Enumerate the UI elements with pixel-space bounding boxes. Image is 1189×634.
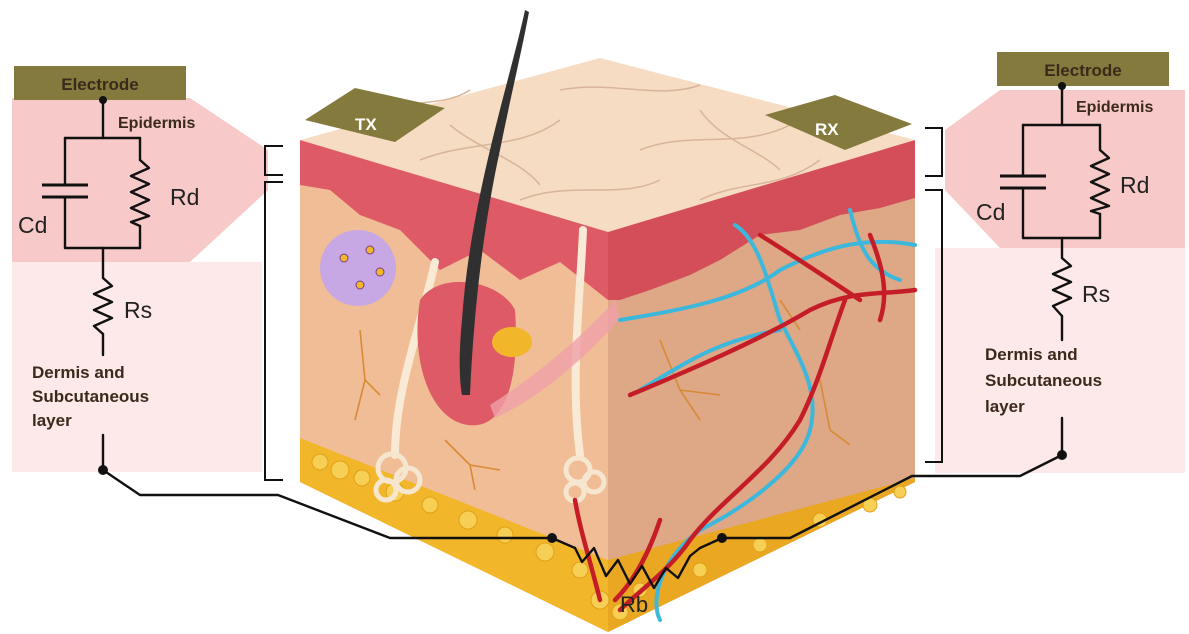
right-epidermis-label: Epidermis — [1076, 99, 1153, 116]
rb-left-node — [547, 533, 557, 543]
left-electrode-label: Electrode — [61, 75, 138, 94]
left-dermis-label-3: layer — [32, 411, 72, 430]
right-rs-label: Rs — [1082, 281, 1110, 307]
right-electrode-node — [1058, 82, 1066, 90]
right-dermis-label-1: Dermis and — [985, 345, 1078, 364]
left-dermis-label-1: Dermis and — [32, 363, 125, 382]
right-tissue-bands — [935, 90, 1185, 473]
right-cd-label: Cd — [976, 199, 1005, 225]
tx-label: TX — [355, 115, 377, 134]
left-dermis-label-2: Subcutaneous — [32, 387, 149, 406]
sebaceous-gland — [492, 327, 532, 357]
right-electrode-label: Electrode — [1044, 61, 1121, 80]
nerve-cell-cluster — [320, 230, 396, 306]
right-dermis-label-3: layer — [985, 397, 1025, 416]
left-rs-label: Rs — [124, 297, 152, 323]
rx-label: RX — [815, 120, 839, 139]
left-rd-label: Rd — [170, 184, 199, 210]
left-electrode-node — [99, 96, 107, 104]
right-dermis-label-2: Subcutaneous — [985, 371, 1102, 390]
right-epidermis-bracket — [925, 128, 942, 176]
rb-right-node — [717, 533, 727, 543]
left-epidermis-label: Epidermis — [118, 115, 195, 132]
right-rd-label: Rd — [1120, 172, 1149, 198]
left-layer-brackets — [265, 146, 283, 480]
rb-label: Rb — [620, 592, 648, 617]
left-dermis-bracket — [265, 182, 283, 480]
left-cd-label: Cd — [18, 212, 47, 238]
